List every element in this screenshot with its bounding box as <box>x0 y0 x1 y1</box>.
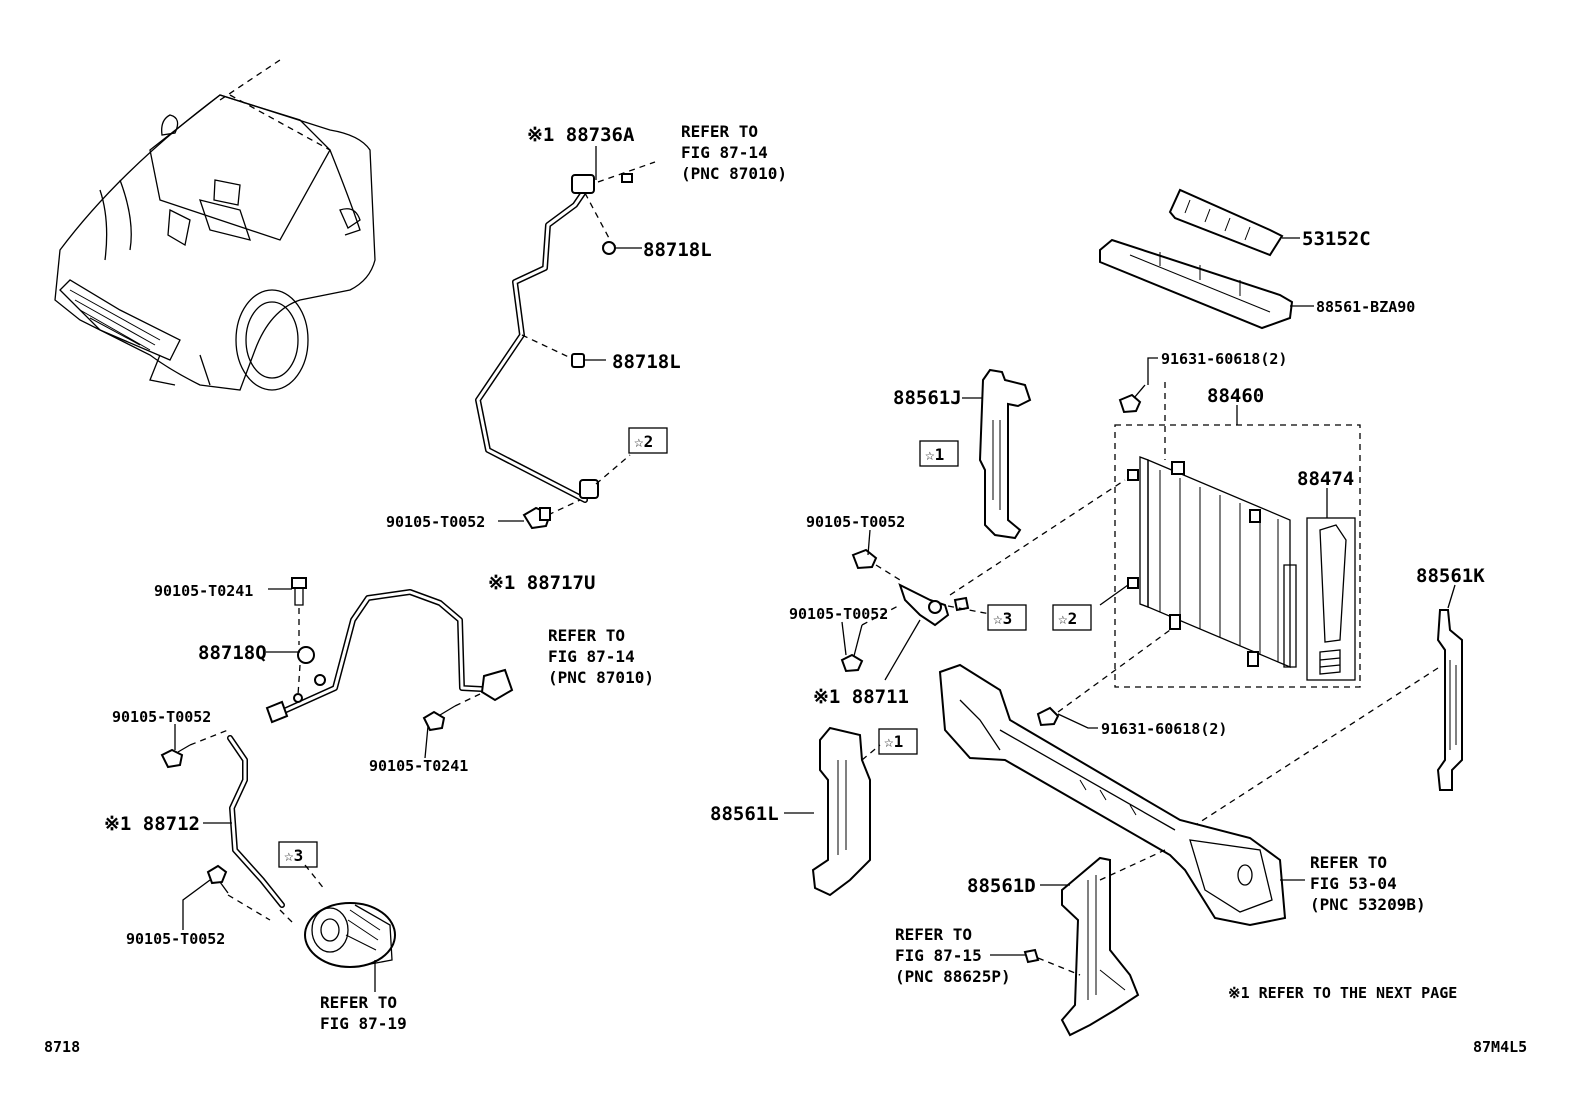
label-88718Q: 88718Q <box>198 642 267 664</box>
label-88561D: 88561D <box>967 875 1036 897</box>
label-refer1-line1: REFER TO <box>681 122 758 141</box>
label-refer4-line1: REFER TO <box>1310 853 1387 872</box>
label-figure-number: 8718 <box>44 1038 80 1056</box>
label-88561J: 88561J <box>893 387 962 409</box>
label-90105-T0241-b: 90105-T0241 <box>369 757 468 775</box>
label-refer5-line2: FIG 87-15 <box>895 946 982 965</box>
label-star1-a: ☆1 <box>925 445 944 464</box>
bolts-condenser <box>1036 382 1171 727</box>
seal-88561J <box>978 368 1032 540</box>
label-88561L: 88561L <box>710 803 779 825</box>
label-star2-a: ☆2 <box>634 432 653 451</box>
label-refer3-line1: REFER TO <box>320 993 397 1012</box>
label-footnote: ※1 REFER TO THE NEXT PAGE <box>1228 984 1457 1002</box>
label-refer4-line2: FIG 53-04 <box>1310 874 1397 893</box>
label-refer2-line1: REFER TO <box>548 626 625 645</box>
label-90105-T0052-e: 90105-T0052 <box>126 930 225 948</box>
pipe-88712 <box>227 735 296 926</box>
label-88474: 88474 <box>1297 468 1354 490</box>
label-refer1-line3: (PNC 87010) <box>681 164 787 183</box>
label-90105-T0052-d: 90105-T0052 <box>112 708 211 726</box>
label-illustration-code: 87M4L5 <box>1473 1038 1527 1056</box>
label-refer2-line3: (PNC 87010) <box>548 668 654 687</box>
label-88712: ※1 88712 <box>104 813 200 835</box>
label-90105-T0052-a: 90105-T0052 <box>386 513 485 531</box>
labels: ※1 88736A REFER TO FIG 87-14 (PNC 87010)… <box>44 122 1527 1056</box>
label-91631-60618-b: 91631-60618(2) <box>1101 720 1227 738</box>
label-refer5-line3: (PNC 88625P) <box>895 967 1011 986</box>
label-88717U: ※1 88717U <box>488 572 595 594</box>
label-star3-a: ☆3 <box>993 609 1012 628</box>
reference-boxes <box>278 427 1092 868</box>
label-star1-b: ☆1 <box>884 732 903 751</box>
label-91631-60618-a: 91631-60618(2) <box>1161 350 1287 368</box>
label-88561K: 88561K <box>1416 565 1485 587</box>
label-90105-T0052-c: 90105-T0052 <box>789 605 888 623</box>
label-90105-T0241-a: 90105-T0241 <box>154 582 253 600</box>
label-refer5-line1: REFER TO <box>895 925 972 944</box>
radiator-support-beam <box>938 663 1287 927</box>
pipe-88736A <box>475 161 656 530</box>
support-88561-BZA90 <box>1099 238 1294 330</box>
seal-88561L <box>811 726 881 897</box>
label-90105-T0052-b: 90105-T0052 <box>806 513 905 531</box>
label-88561-BZA90: 88561-BZA90 <box>1316 298 1415 316</box>
label-53152C: 53152C <box>1302 228 1371 250</box>
seal-88561D <box>1023 849 1166 1037</box>
label-refer4-line3: (PNC 53209B) <box>1310 895 1426 914</box>
label-star3-b: ☆3 <box>284 846 303 865</box>
label-88718L-a: 88718L <box>643 239 712 261</box>
label-refer2-line2: FIG 87-14 <box>548 647 635 666</box>
label-88711: ※1 88711 <box>813 686 909 708</box>
support-53152C <box>1168 188 1284 257</box>
leader-lines <box>174 146 1456 992</box>
label-88718L-b: 88718L <box>612 351 681 373</box>
pipe-88717U <box>265 589 514 724</box>
label-star2-b: ☆2 <box>1058 609 1077 628</box>
label-refer3-line2: FIG 87-19 <box>320 1014 407 1033</box>
seal-88561K <box>1179 609 1463 836</box>
bracket-88711 <box>840 479 1126 681</box>
bolts-lower-left <box>160 577 481 921</box>
label-refer1-line2: FIG 87-14 <box>681 143 768 162</box>
vehicle-overview <box>54 59 376 391</box>
condenser-88460 <box>1114 424 1361 688</box>
label-88460: 88460 <box>1207 385 1264 407</box>
compressor <box>304 864 396 985</box>
label-88736A: ※1 88736A <box>527 124 635 146</box>
